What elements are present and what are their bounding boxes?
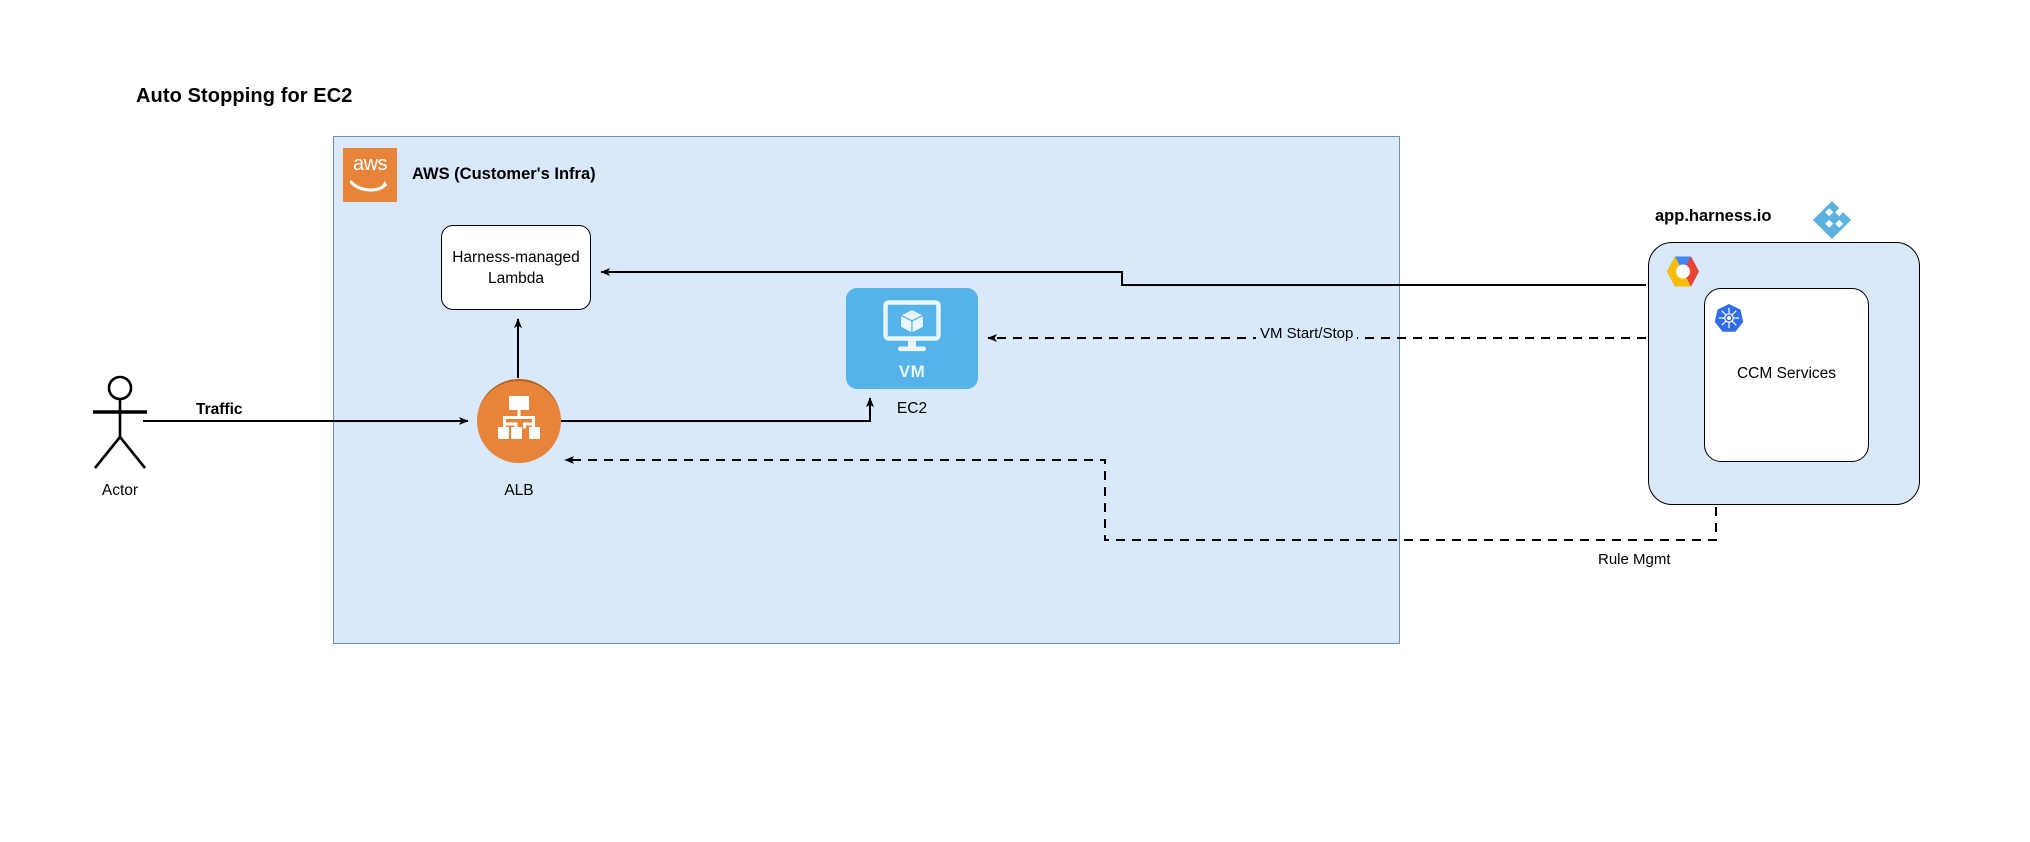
- traffic-edge-label: Traffic: [196, 401, 243, 418]
- harness-logo-icon: [1813, 201, 1851, 239]
- ccm-services-node[interactable]: [1704, 288, 1869, 462]
- aws-logo-text: aws: [352, 153, 388, 175]
- aws-container-label: AWS (Customer's Infra): [412, 165, 596, 183]
- page-title: Auto Stopping for EC2: [136, 85, 353, 107]
- load-balancer-icon: [498, 396, 540, 439]
- alb-node-label: ALB: [504, 482, 534, 499]
- google-cloud-icon: [1667, 256, 1699, 287]
- alb-node[interactable]: [477, 379, 561, 463]
- ccm-services-label: CCM Services: [1736, 365, 1837, 382]
- vm-monitor-icon: [883, 300, 941, 352]
- vm-inner-label: VM: [898, 362, 926, 381]
- ec2-vm-node[interactable]: VM: [846, 288, 978, 389]
- harness-label: app.harness.io: [1655, 207, 1772, 225]
- lambda-node[interactable]: Harness-managed Lambda: [441, 225, 591, 310]
- actor-label: Actor: [101, 482, 139, 499]
- actor-stick-figure-icon: [93, 375, 147, 469]
- aws-smile-icon: [350, 180, 388, 192]
- ec2-node-label: EC2: [896, 400, 928, 417]
- lambda-node-label: Harness-managed Lambda: [452, 248, 580, 287]
- kubernetes-icon: [1714, 304, 1744, 332]
- vm-start-stop-edge-label: VM Start/Stop: [1256, 325, 1358, 342]
- rule-mgmt-edge-label: Rule Mgmt: [1598, 551, 1671, 568]
- aws-logo: aws: [343, 148, 397, 202]
